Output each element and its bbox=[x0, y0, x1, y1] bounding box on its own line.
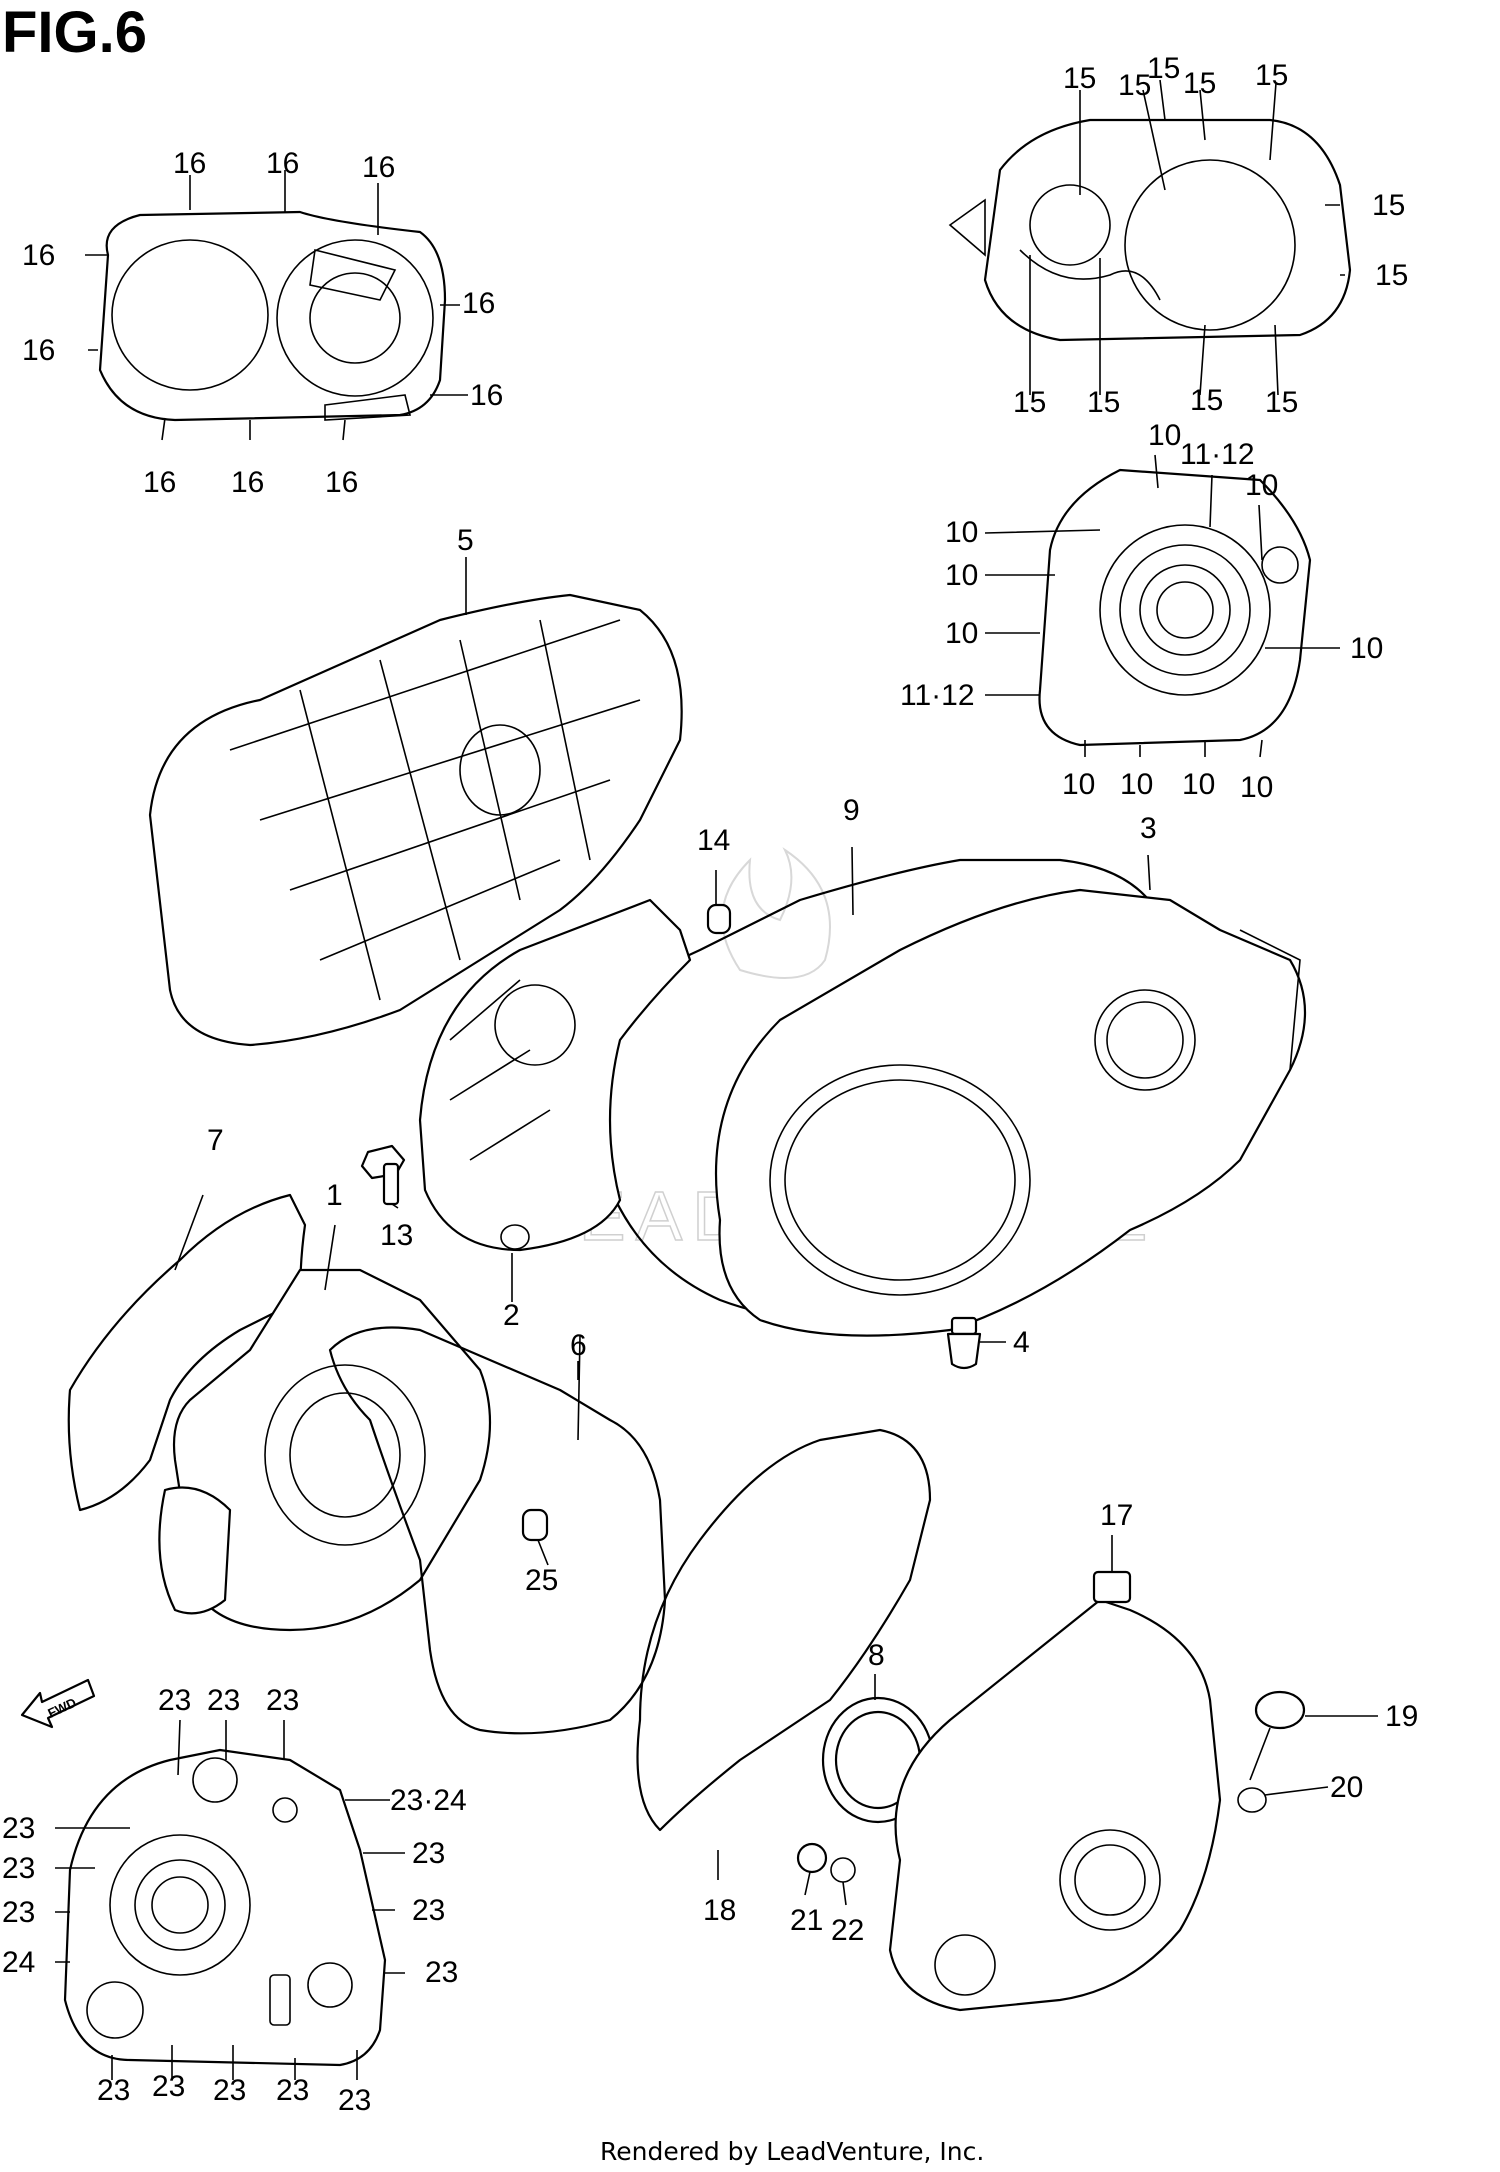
callout-9: 9 bbox=[843, 794, 860, 827]
part-housing-2 bbox=[418, 898, 692, 1252]
callout-16: 16 bbox=[231, 466, 264, 499]
callout-16: 16 bbox=[22, 239, 55, 272]
part-oil-plug-19 bbox=[1249, 1690, 1306, 1781]
part-clutch-cover-3 bbox=[714, 888, 1306, 1337]
callout-24: 24 bbox=[2, 1946, 35, 1979]
callout-17: 17 bbox=[1100, 1499, 1133, 1532]
callout-10: 10 bbox=[1148, 419, 1181, 452]
callout-6: 6 bbox=[570, 1329, 587, 1362]
callout-23: 23 bbox=[2, 1812, 35, 1845]
callout-4: 4 bbox=[1013, 1326, 1030, 1359]
callout-15: 15 bbox=[1190, 384, 1223, 417]
callout-11-12: 11·12 bbox=[900, 679, 975, 712]
part-bolt-13 bbox=[360, 1144, 406, 1206]
part-o-ring-20 bbox=[1237, 1787, 1267, 1813]
callout-labels: 16 16 16 16 16 16 16 16 16 16 15 15 15 1… bbox=[2, 52, 1418, 2117]
part-dowel-14 bbox=[706, 903, 732, 935]
part-gasket-18 bbox=[636, 1428, 932, 1832]
part-dowel-25 bbox=[521, 1508, 549, 1542]
callout-23: 23 bbox=[2, 1852, 35, 1885]
callout-16: 16 bbox=[325, 466, 358, 499]
callout-10: 10 bbox=[1062, 768, 1095, 801]
callout-16: 16 bbox=[266, 147, 299, 180]
callout-25: 25 bbox=[525, 1564, 558, 1597]
callout-23: 23 bbox=[412, 1837, 445, 1870]
callout-16: 16 bbox=[470, 379, 503, 412]
callout-23: 23 bbox=[266, 1684, 299, 1717]
part-plug-4 bbox=[946, 1316, 982, 1370]
callout-10: 10 bbox=[945, 559, 978, 592]
part-gasket-6 bbox=[328, 1326, 667, 1735]
callout-23: 23 bbox=[158, 1684, 191, 1717]
callout-15: 15 bbox=[1087, 386, 1120, 419]
callout-23: 23 bbox=[338, 2084, 371, 2117]
callout-15: 15 bbox=[1118, 69, 1151, 102]
callout-10: 10 bbox=[1120, 768, 1153, 801]
part-cover-23 bbox=[63, 1748, 387, 2067]
callout-14: 14 bbox=[697, 824, 730, 857]
callout-8: 8 bbox=[868, 1639, 885, 1672]
callout-10: 10 bbox=[1182, 768, 1215, 801]
callout-13: 13 bbox=[380, 1219, 413, 1252]
part-outer-clutch-cover bbox=[98, 210, 447, 422]
callout-15: 15 bbox=[1147, 52, 1180, 85]
footer-credit: Rendered by LeadVenture, Inc. bbox=[600, 2137, 984, 2166]
callout-23: 23 bbox=[207, 1684, 240, 1717]
callout-23: 23 bbox=[152, 2070, 185, 2103]
callout-23: 23 bbox=[276, 2074, 309, 2107]
part-cover-17 bbox=[888, 1570, 1222, 2012]
callout-23: 23 bbox=[412, 1894, 445, 1927]
part-inner-cover-15 bbox=[948, 118, 1352, 342]
callout-23: 23 bbox=[425, 1956, 458, 1989]
callout-15: 15 bbox=[1013, 386, 1046, 419]
part-washer-22 bbox=[830, 1857, 856, 1883]
callout-10: 10 bbox=[1245, 469, 1278, 502]
callout-15: 15 bbox=[1265, 386, 1298, 419]
callout-15: 15 bbox=[1372, 189, 1405, 222]
callout-16: 16 bbox=[22, 334, 55, 367]
callout-10: 10 bbox=[945, 516, 978, 549]
callout-16: 16 bbox=[462, 287, 495, 320]
callout-15: 15 bbox=[1183, 67, 1216, 100]
callout-1: 1 bbox=[326, 1179, 343, 1212]
callout-16: 16 bbox=[143, 466, 176, 499]
callout-5: 5 bbox=[457, 524, 474, 557]
figure-title: FIG.6 bbox=[2, 0, 147, 65]
callout-20: 20 bbox=[1330, 1771, 1363, 1804]
callout-21: 21 bbox=[790, 1904, 823, 1937]
callout-16: 16 bbox=[362, 151, 395, 184]
callout-23: 23 bbox=[97, 2074, 130, 2107]
part-generator-cover-1 bbox=[158, 1268, 492, 1632]
callout-3: 3 bbox=[1140, 812, 1157, 845]
callout-10: 10 bbox=[945, 617, 978, 650]
callout-10: 10 bbox=[1350, 632, 1383, 665]
callout-2: 2 bbox=[503, 1299, 520, 1332]
fwd-direction-arrow: FWD bbox=[20, 1678, 96, 1729]
callout-15: 15 bbox=[1255, 59, 1288, 92]
part-clutch-housing-cover-5 bbox=[148, 593, 683, 1047]
callout-23-24: 23·24 bbox=[390, 1784, 467, 1817]
part-crankcase-cover-10 bbox=[1038, 468, 1312, 747]
callout-23: 23 bbox=[2, 1896, 35, 1929]
callout-15: 15 bbox=[1063, 62, 1096, 95]
leader-lines bbox=[55, 79, 1378, 2080]
callout-16: 16 bbox=[173, 147, 206, 180]
callout-7: 7 bbox=[207, 1124, 224, 1157]
callout-19: 19 bbox=[1385, 1700, 1418, 1733]
callout-23: 23 bbox=[213, 2074, 246, 2107]
callout-10: 10 bbox=[1240, 771, 1273, 804]
callout-11-12: 11·12 bbox=[1180, 438, 1255, 471]
callout-18: 18 bbox=[703, 1894, 736, 1927]
part-bolt-21 bbox=[796, 1842, 828, 1874]
callout-22: 22 bbox=[831, 1914, 864, 1947]
callout-15: 15 bbox=[1375, 259, 1408, 292]
